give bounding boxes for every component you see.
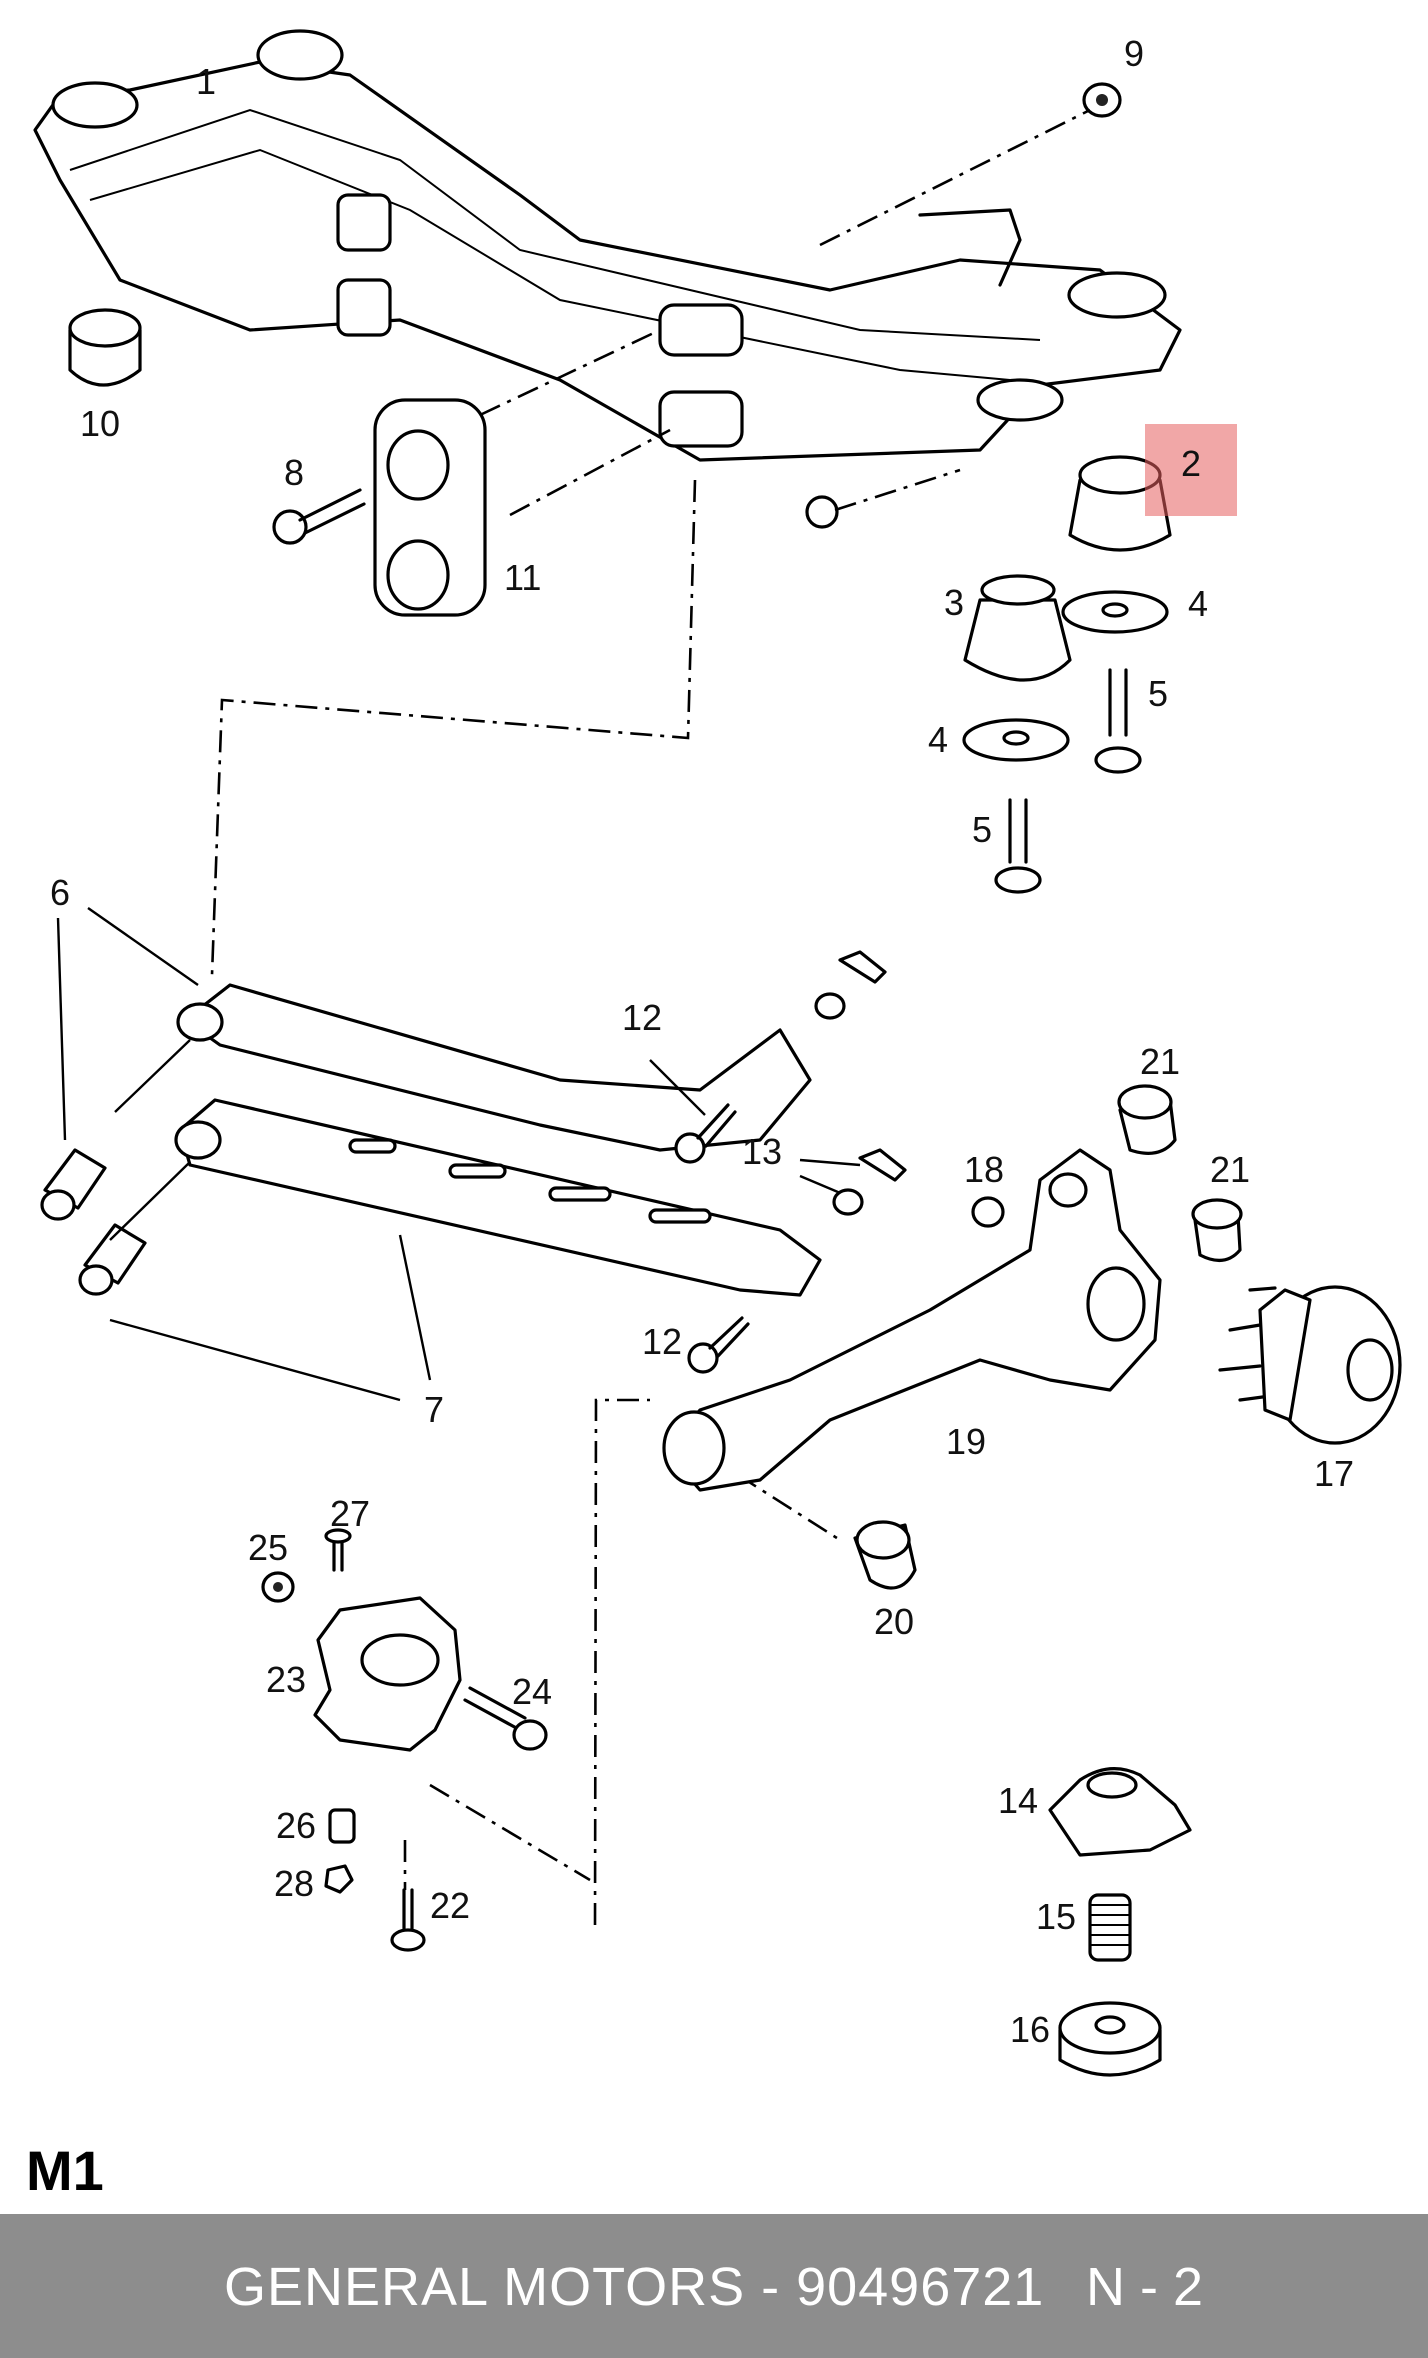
callout-5-lower: 5 [972, 809, 993, 850]
callout-10: 10 [80, 403, 121, 444]
part-11-mount [373, 398, 487, 617]
part-16-lower-seat [1058, 2001, 1162, 2077]
callout-9: 9 [1124, 33, 1145, 74]
part-21-bushing-lower [1191, 1198, 1243, 1262]
part-24-bolt [463, 1686, 548, 1751]
callout-13: 13 [742, 1131, 783, 1172]
part-19-trailing-arm [662, 1148, 1162, 1492]
callout-4-upper: 4 [1188, 583, 1209, 624]
part-number-text: GENERAL MOTORS - 90496721 [224, 2257, 1045, 2317]
part-27-screw [324, 1528, 352, 1572]
callout-12-upper: 12 [622, 997, 663, 1038]
callout-6: 6 [50, 872, 71, 913]
callout-8: 8 [284, 452, 305, 493]
part-6-trailing-link [176, 983, 812, 1152]
part-9-nut [1082, 82, 1122, 118]
highlight-box-part-2: 2 [1145, 424, 1237, 516]
callout-19: 19 [946, 1421, 987, 1462]
footer-bar: GENERAL MOTORS - 90496721 N - 2 [0, 2214, 1428, 2358]
rear-subframe [33, 29, 1182, 462]
callout-21-upper: 21 [1140, 1041, 1181, 1082]
part-8-bolt [272, 488, 366, 545]
part-12-bolt-upper [674, 1103, 737, 1164]
section-code: M1 [26, 2139, 104, 2202]
callout-27: 27 [330, 1493, 371, 1534]
callout-14: 14 [998, 1780, 1039, 1821]
callout-3: 3 [944, 582, 965, 623]
callout-25: 25 [248, 1527, 289, 1568]
dash-lines [210, 108, 1091, 1926]
callout-1: 1 [196, 61, 217, 102]
callout-21-lower: 21 [1210, 1149, 1251, 1190]
part-28-nut [324, 1864, 354, 1894]
callout-18: 18 [964, 1149, 1005, 1190]
part-7-lateral-link [174, 1098, 822, 1297]
callout-2: 2 [1180, 443, 1202, 484]
part-5-bolt-lower [994, 798, 1042, 894]
callout-26: 26 [276, 1805, 317, 1846]
part-18-nut [971, 1196, 1005, 1228]
callout-17: 17 [1314, 1453, 1355, 1494]
callout-22: 22 [430, 1885, 471, 1926]
callout-24: 24 [512, 1671, 553, 1712]
callout-5-upper: 5 [1148, 673, 1169, 714]
callout-11: 11 [504, 557, 542, 598]
exploded-parts-diagram [33, 29, 1402, 2077]
callout-15: 15 [1036, 1896, 1077, 1937]
callout-4-lower: 4 [928, 719, 949, 760]
callout-28: 28 [274, 1863, 315, 1904]
part-22-screw [390, 1888, 426, 1952]
part-21-bushing-upper [1117, 1084, 1177, 1155]
part-14-spring-seat [1048, 1766, 1192, 1857]
subframe-nut [805, 495, 839, 529]
callout-16: 16 [1010, 2009, 1051, 2050]
callout-20: 20 [874, 1601, 915, 1642]
callout-12-lower: 12 [642, 1321, 683, 1362]
part-25-washer [261, 1571, 295, 1603]
part-13-clip [814, 950, 907, 1216]
callout-7: 7 [424, 1389, 445, 1430]
part-20-bushing [853, 1520, 917, 1590]
part-4-washer-lower [962, 718, 1070, 762]
part-3-bushing [963, 574, 1072, 682]
part-23-bracket [313, 1596, 462, 1752]
leader-lines [56, 907, 861, 1402]
part-17-wheel-hub [1218, 1285, 1402, 1445]
part-4-washer-upper [1061, 590, 1169, 634]
part-26-clip [328, 1808, 356, 1844]
link-bushings [40, 1148, 147, 1296]
part-12-bolt-lower [687, 1316, 750, 1374]
part-10-bushing [68, 308, 142, 387]
part-5-bolt-upper [1094, 668, 1142, 774]
callout-23: 23 [266, 1659, 307, 1700]
part-15-rubber-stop [1088, 1893, 1132, 1962]
position-number-text: N - 2 [1086, 2257, 1204, 2317]
